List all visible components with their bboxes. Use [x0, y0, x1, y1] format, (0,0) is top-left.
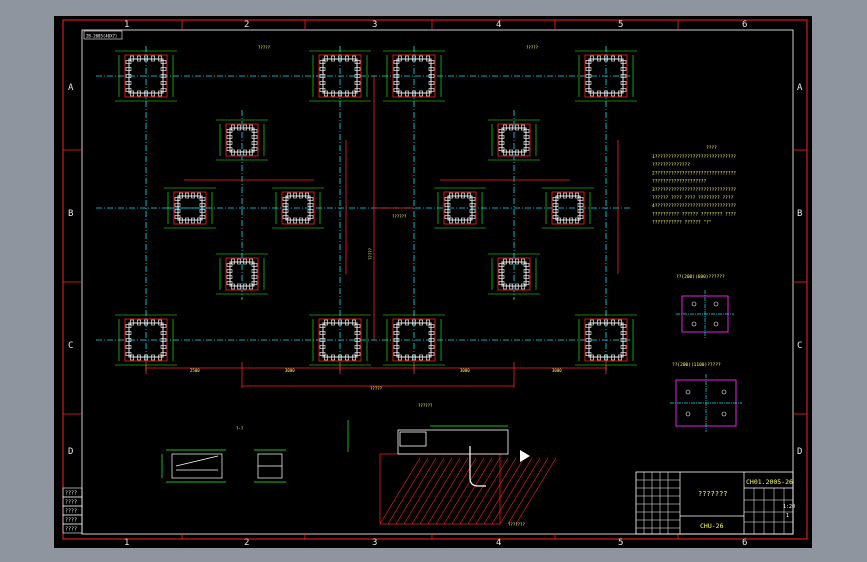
- dim-top-b: ?????: [526, 45, 539, 50]
- foundation-pad-main-3: [383, 50, 445, 102]
- foundation-pad-main-7: [383, 314, 445, 366]
- zone-row-left-B: B: [68, 209, 73, 219]
- dim-left-total: 2500: [190, 368, 200, 373]
- section-label: ?-?: [236, 426, 244, 431]
- zone-row-left-D: D: [68, 447, 73, 457]
- section-view: ?????? ???????: [347, 403, 557, 527]
- dimension-lines: [145, 76, 619, 388]
- note-line-7: 4??????????????????????????????: [652, 203, 736, 209]
- detail-title-2: ??(200)(1100)?????: [672, 362, 721, 368]
- foundation-pads: [115, 50, 637, 366]
- revision-cell-4: ????: [65, 518, 77, 524]
- note-line-1: 1??????????????????????????????: [652, 154, 736, 160]
- zone-col-top-1: 1: [124, 20, 129, 30]
- titleblock-name: ???????: [698, 490, 728, 498]
- stamp-box: [83, 30, 123, 40]
- foundation-pad-secondary-1: [216, 119, 268, 161]
- zone-row-right-D: D: [797, 447, 802, 457]
- zone-row-right-C: C: [797, 341, 802, 351]
- title-block: ??????? CH01.2005-26 CHU-26 1:20 1: [635, 471, 795, 535]
- zone-col-top-2: 2: [244, 20, 249, 30]
- anchor-piece-a: [161, 449, 226, 483]
- zone-row-left-C: C: [68, 341, 73, 351]
- note-line-5: 3??????????????????????????????: [652, 187, 736, 193]
- detail-title-1: ??(200)(600)??????: [676, 274, 725, 280]
- plate-detail-2: ??(200)(1100)?????: [670, 362, 742, 432]
- anchor-piece-b: [254, 449, 286, 483]
- zone-row-left-A: A: [68, 83, 74, 93]
- zone-col-bottom-3: 3: [372, 538, 377, 548]
- notes-title: ????: [706, 145, 717, 151]
- dimension-texts: 2500 3000 3000 3000 ????? ????? ?????? ?…: [190, 45, 562, 391]
- foundation-pad-main-8: [575, 314, 637, 366]
- note-line-2: ??????????????: [652, 162, 690, 168]
- foundation-pad-secondary-2: [488, 119, 540, 161]
- drawing-sheet: [54, 16, 812, 548]
- foundation-pad-main-4: [575, 50, 637, 102]
- titleblock-code: CHU-26: [700, 522, 724, 530]
- titleblock-sheet: 1: [786, 513, 789, 519]
- dim-column-height: ?????: [368, 247, 373, 260]
- foundation-pad-secondary-4: [272, 187, 324, 229]
- foundation-pad-secondary-7: [216, 253, 268, 295]
- zone-col-bottom-5: 5: [618, 538, 623, 548]
- zone-col-bottom-6: 6: [742, 538, 747, 548]
- dim-far-right: 3000: [552, 368, 562, 373]
- foundation-pad-secondary-3: [164, 187, 216, 229]
- outer-frame: [62, 19, 808, 540]
- note-line-8: ?????????? ?????? ???????? ????: [652, 211, 736, 217]
- zone-col-top-3: 3: [372, 20, 377, 30]
- zone-col-bottom-1: 1: [124, 538, 129, 548]
- zone-col-bottom-2: 2: [244, 538, 249, 548]
- revision-cell-3: ????: [65, 509, 77, 515]
- note-line-6: ?????? ???? ???? ???????? ????: [652, 195, 734, 201]
- titleblock-drawing-no: CH01.2005-26: [746, 478, 793, 486]
- zone-col-top-5: 5: [618, 20, 623, 30]
- foundation-pad-main-1: [115, 50, 177, 102]
- axis-lines: [96, 46, 630, 374]
- revision-cell-2: ????: [65, 500, 77, 506]
- foundation-pad-main-5: [115, 314, 177, 366]
- plate-detail-1: ??(200)(600)??????: [676, 274, 734, 338]
- note-line-4: ????????????????????: [652, 179, 706, 185]
- zone-col-top-6: 6: [742, 20, 747, 30]
- foundation-pad-secondary-6: [542, 187, 594, 229]
- dim-top-a: ?????: [258, 45, 271, 50]
- dim-grand-total: ?????: [370, 386, 383, 391]
- stamp-text: 2B-2005(40X7): [86, 34, 117, 39]
- zone-row-right-A: A: [797, 83, 803, 93]
- revision-cell-1: ????: [65, 491, 77, 497]
- dim-right-total: 3000: [460, 368, 470, 373]
- notes-block: ???? 1??????????????????????????????????…: [652, 145, 736, 226]
- zone-col-bottom-4: 4: [496, 538, 501, 548]
- foundation-pad-main-2: [309, 50, 371, 102]
- revision-cell-5: ????: [65, 527, 77, 533]
- bolt-label: ???????: [508, 522, 525, 527]
- pit-label: ??????: [418, 403, 433, 408]
- foundation-pad-secondary-5: [434, 187, 486, 229]
- zone-col-top-4: 4: [496, 20, 501, 30]
- dim-mid-total: 3000: [285, 368, 295, 373]
- zone-row-right-B: B: [797, 209, 802, 219]
- note-line-3: 2??????????????????????????????: [652, 170, 736, 176]
- note-line-9: ??????????? ?????? "?": [652, 220, 712, 226]
- foundation-pad-secondary-8: [488, 253, 540, 295]
- center-label: ??????: [392, 214, 407, 219]
- titleblock-scale: 1:20: [783, 504, 795, 510]
- foundation-pad-main-6: [309, 314, 371, 366]
- revision-stack: ????????????????????: [62, 487, 83, 534]
